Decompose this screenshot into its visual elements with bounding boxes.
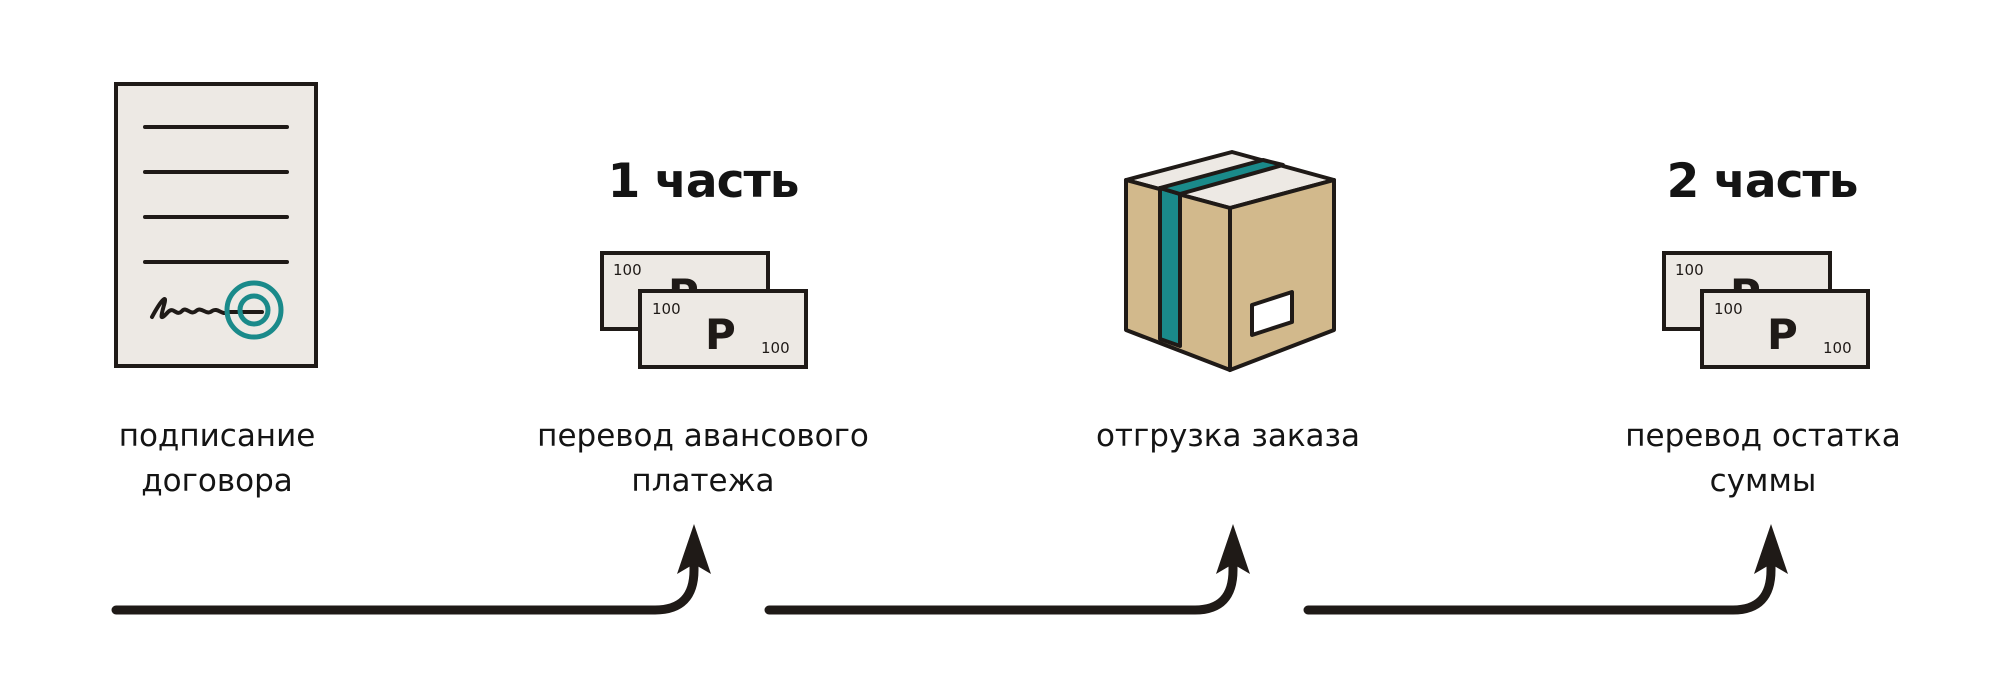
part-title-first: 1 часть (607, 154, 800, 209)
banknote-front: 100 Р 100 (1700, 289, 1870, 369)
flow-arrow-3 (1303, 524, 1788, 615)
signature-icon (150, 297, 264, 320)
svg-text:100: 100 (1675, 261, 1704, 279)
step-label-shipment: отгрузка заказа (1095, 418, 1361, 454)
svg-text:100: 100 (613, 261, 642, 279)
svg-text:100: 100 (1823, 339, 1852, 357)
svg-text:100: 100 (761, 339, 790, 357)
part-title-second: 2 часть (1666, 154, 1859, 209)
banknotes-icon: 100 Р 100 Р 100 (600, 251, 808, 369)
step-label-signing: подписание договора (118, 418, 316, 499)
flow-arrow-1 (111, 524, 711, 615)
parcel-box-icon (1124, 150, 1336, 372)
svg-text:100: 100 (652, 300, 681, 318)
packing-tape (1158, 158, 1285, 348)
step-label-advance-payment: перевод авансового платежа (537, 418, 869, 499)
svg-text:Р: Р (1767, 310, 1798, 359)
banknotes-icon: 100 Р 100 Р 100 (1662, 251, 1870, 369)
svg-text:Р: Р (705, 310, 736, 359)
step-label-remaining-payment: перевод остатка суммы (1625, 418, 1901, 499)
stamp-seal-icon (224, 280, 284, 340)
contract-document-icon (114, 82, 318, 368)
flow-arrow-2 (764, 524, 1250, 615)
svg-text:100: 100 (1714, 300, 1743, 318)
shipping-label (1250, 290, 1294, 337)
banknote-front: 100 Р 100 (638, 289, 808, 369)
